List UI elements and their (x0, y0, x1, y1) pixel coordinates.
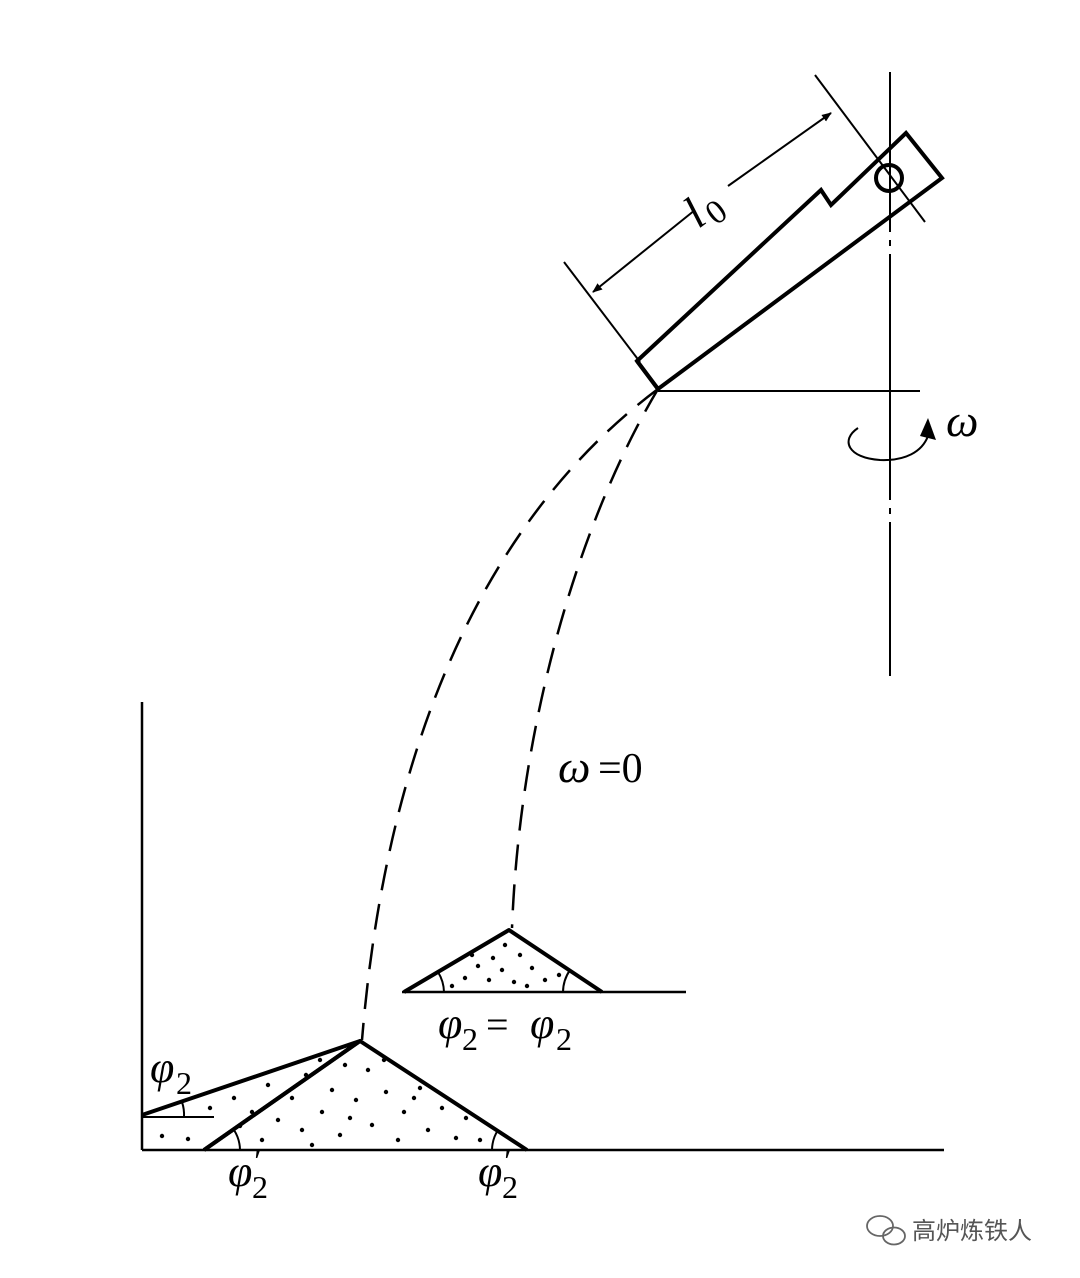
phi-label-left-top: φ 2 (150, 1043, 192, 1101)
pile-omega-zero (402, 928, 686, 994)
svg-text:ω: ω (558, 741, 590, 792)
svg-text:=0: =0 (598, 746, 643, 792)
chute-length-label: l 0 (674, 189, 735, 237)
furnace-boundary (140, 702, 944, 1152)
chute (634, 130, 945, 392)
svg-text:2: 2 (462, 1021, 478, 1057)
rotation-arrow (847, 427, 929, 462)
chute-length-dimension (563, 74, 926, 363)
omega-zero-label: ω =0 (558, 741, 643, 792)
phi-prime-label-left: φ 2 ′ (228, 1141, 268, 1205)
svg-text:φ: φ (150, 1043, 174, 1092)
rotation-arrowhead (920, 418, 936, 440)
svg-text:φ: φ (438, 999, 462, 1048)
svg-text:′: ′ (504, 1141, 512, 1183)
phi-prime-label-right: φ 2 ′ (478, 1141, 518, 1205)
phi-equality-label: φ 2 = φ 2 (438, 999, 572, 1057)
chute-pivot (874, 163, 904, 193)
svg-text:′: ′ (254, 1141, 262, 1183)
wechat-icon (866, 1215, 906, 1246)
svg-text:φ: φ (530, 999, 554, 1048)
omega-label: ω (946, 395, 978, 446)
svg-text:2: 2 (556, 1021, 572, 1057)
pile-rotating (141, 1039, 529, 1152)
svg-text:=: = (486, 1002, 509, 1047)
svg-text:2: 2 (502, 1169, 518, 1205)
svg-text:2: 2 (176, 1065, 192, 1101)
watermark: 高炉炼铁人 (866, 1215, 1032, 1246)
svg-text:2: 2 (252, 1169, 268, 1205)
trajectory-omega-zero (510, 388, 660, 929)
svg-text:高炉炼铁人: 高炉炼铁人 (912, 1217, 1032, 1245)
svg-text:φ: φ (228, 1147, 252, 1196)
trajectory-rotating (360, 388, 659, 1041)
svg-text:φ: φ (478, 1147, 502, 1196)
